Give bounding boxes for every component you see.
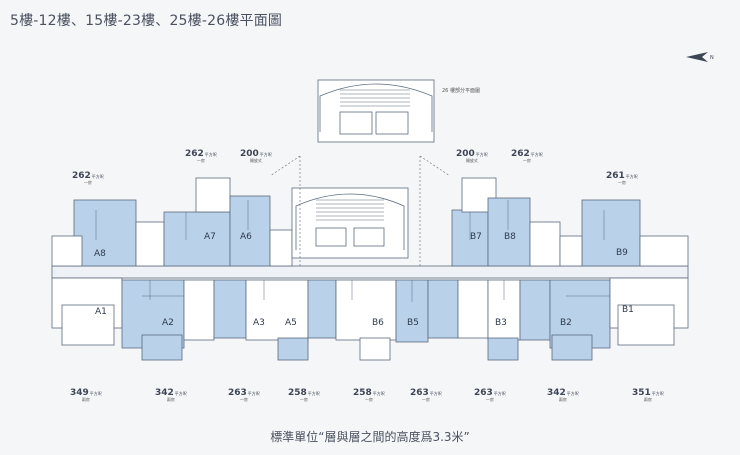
unit-label-b7: B7	[470, 232, 482, 242]
area-label: 263平方呎 一房	[474, 388, 506, 402]
unit-a6	[229, 195, 271, 267]
unit-b9	[581, 199, 641, 267]
unit-a8	[73, 199, 137, 267]
unit-label-a3: A3	[253, 318, 265, 328]
area-label: 258平方呎 一房	[353, 388, 385, 402]
unit-label-b2: B2	[560, 318, 572, 328]
north-arrow-icon: N	[686, 52, 714, 62]
central-core	[291, 187, 409, 259]
unit-a3	[183, 279, 215, 341]
unit-label-b6: B6	[372, 318, 384, 328]
unit-b5	[395, 279, 429, 343]
area-label: 349平方呎 兩房	[70, 388, 102, 402]
unit-label-a8: A8	[94, 249, 106, 259]
unit-b8	[487, 197, 531, 267]
unit-label-a6: A6	[240, 232, 252, 242]
unit-label-b1: B1	[622, 305, 634, 315]
unit-a5	[245, 279, 309, 341]
area-label: 342平方呎 兩房	[547, 388, 579, 402]
area-label: 262平方呎 一房	[185, 149, 217, 163]
area-label: 200平方呎 開放式	[456, 149, 488, 163]
caption: 標準單位“層與層之間的高度爲3.3米”	[270, 430, 470, 444]
page-title: 5樓-12樓、15樓-23樓、25樓-26樓平面圖	[10, 13, 283, 29]
area-label: 262平方呎 一房	[511, 149, 543, 163]
area-label: 351平方呎 兩房	[632, 388, 664, 402]
unit-label-b8: B8	[504, 232, 516, 242]
unit-label-a7: A7	[204, 232, 216, 242]
unit-a1	[51, 277, 123, 346]
partial-plan-26f	[317, 79, 435, 143]
area-label: 200平方呎 開放式	[240, 149, 272, 163]
unit-a7	[163, 211, 231, 267]
unit-label-a1: A1	[95, 307, 107, 317]
area-label: 262平方呎 一房	[72, 171, 104, 185]
area-label: 261平方呎 一房	[606, 171, 638, 185]
unit-label-a5: A5	[285, 318, 297, 328]
unit-label-b5: B5	[407, 318, 419, 328]
unit-b6	[335, 279, 397, 341]
unit-label-b9: B9	[616, 248, 628, 258]
unit-label-a2: A2	[162, 318, 174, 328]
partial-plan-label: 26 樓部分平面圖	[442, 88, 480, 94]
svg-text:N: N	[710, 55, 714, 61]
area-label: 342平方呎 兩房	[155, 388, 187, 402]
area-label: 263平方呎 一房	[410, 388, 442, 402]
area-label: 258平方呎 一房	[288, 388, 320, 402]
area-label: 263平方呎 一房	[228, 388, 260, 402]
unit-label-b3: B3	[495, 318, 507, 328]
unit-b1	[609, 277, 689, 346]
